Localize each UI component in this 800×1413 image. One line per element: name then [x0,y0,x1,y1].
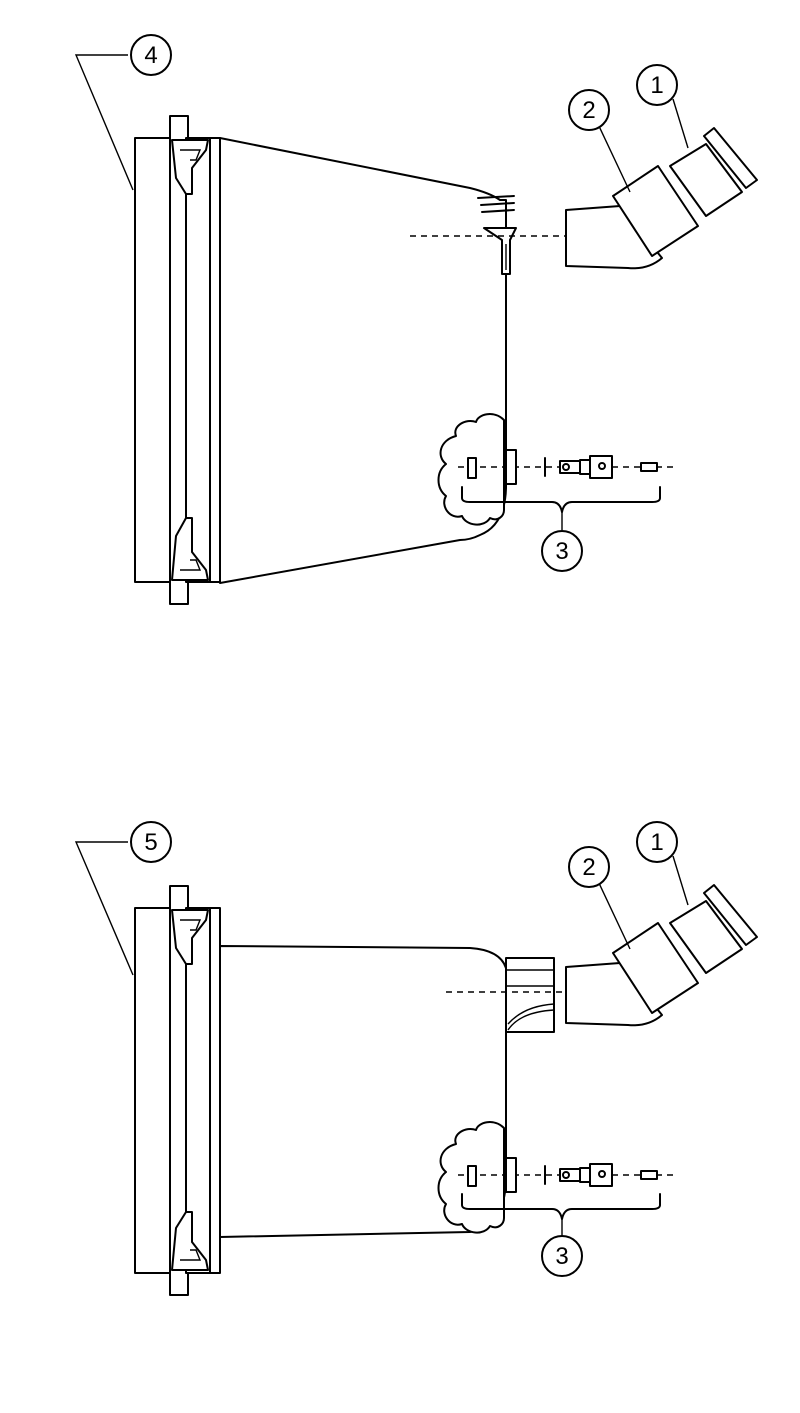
housing-mounting-flange [134,885,221,1296]
callout-1: 1 [636,64,678,106]
callout-3-label: 3 [555,538,568,565]
callout-2: 2 [568,846,610,888]
figure-upper: 4 2 1 3 [74,34,758,605]
housing-mounting-flange [134,115,221,605]
callout-4-label: 4 [144,42,157,69]
callout-3-brace [461,486,661,530]
callout-3: 3 [541,530,583,572]
callout-2-leader [597,123,631,193]
callout-3-brace [461,1193,661,1236]
callout-3: 3 [541,1235,583,1277]
hardware-parts [458,449,678,485]
callout-1-label: 1 [650,829,663,856]
callout-2: 2 [568,89,610,131]
callout-2-label: 2 [582,97,595,124]
callout-3-label: 3 [555,1243,568,1270]
callout-1-label: 1 [650,72,663,99]
housing-side-connector [505,957,555,1033]
callout-2-label: 2 [582,854,595,881]
callout-5-leader [74,841,134,976]
flange-coupling [669,884,758,974]
callout-1: 1 [636,821,678,863]
housing-top-connector [477,195,517,275]
elbow-adapter [565,922,699,1027]
callout-5: 5 [130,821,172,863]
figure-lower: 5 2 1 3 [74,821,758,1296]
callout-1-leader [672,98,689,149]
callout-1-leader [672,855,689,906]
elbow-adapter [565,165,699,270]
callout-4-leader [74,54,134,191]
flange-coupling [669,127,758,217]
callout-4: 4 [130,34,172,76]
callout-5-label: 5 [144,829,157,856]
hardware-parts [458,1157,678,1193]
callout-2-leader [597,880,631,950]
